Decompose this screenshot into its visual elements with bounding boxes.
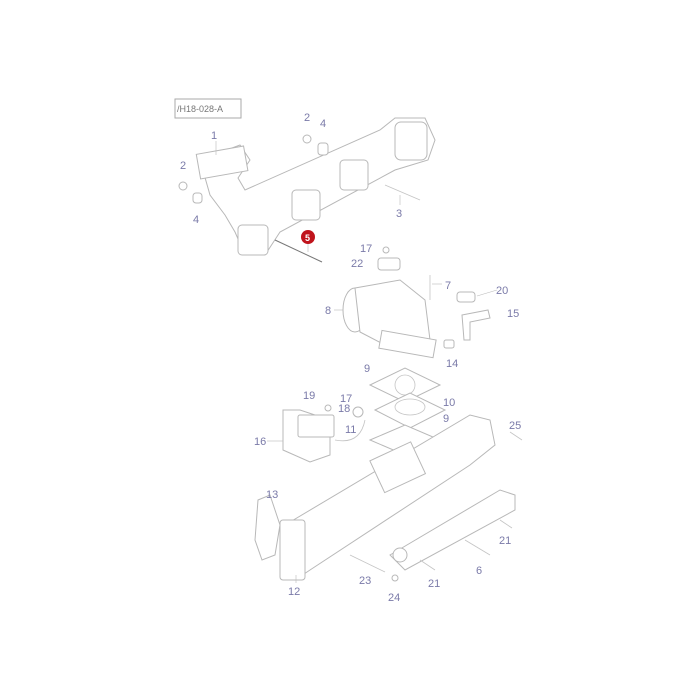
- callout-9[interactable]: 9: [364, 363, 370, 375]
- highlighted-callout-marker[interactable]: [301, 230, 315, 244]
- reference-code: /H18-028-A: [177, 104, 223, 114]
- callout-14[interactable]: 14: [446, 358, 458, 370]
- callout-6[interactable]: 6: [476, 565, 482, 577]
- exhaust-manifold: [195, 117, 436, 256]
- callout-4[interactable]: 4: [193, 214, 199, 226]
- callout-9[interactable]: 9: [443, 413, 449, 425]
- callout-2[interactable]: 2: [180, 160, 186, 172]
- intake-manifold: [254, 414, 496, 581]
- callout-18[interactable]: 18: [338, 403, 350, 415]
- control-module: [282, 404, 366, 463]
- callout-25[interactable]: 25: [509, 420, 521, 432]
- callout-5[interactable]: 5: [305, 233, 310, 243]
- callout-12[interactable]: 12: [288, 586, 300, 598]
- callout-8[interactable]: 8: [325, 305, 331, 317]
- callout-17[interactable]: 17: [340, 393, 352, 405]
- callout-3[interactable]: 3: [396, 208, 402, 220]
- callout-22[interactable]: 22: [351, 258, 363, 270]
- callout-15[interactable]: 15: [507, 308, 519, 320]
- callout-20[interactable]: 20: [496, 285, 508, 297]
- callout-labels: 1 2 4 2 4 3 5 17 22 7 20 8 15 14 9 19 17…: [180, 112, 521, 604]
- callout-10[interactable]: 10: [443, 397, 455, 409]
- callout-19[interactable]: 19: [303, 390, 315, 402]
- callout-13[interactable]: 13: [266, 489, 278, 501]
- callout-24[interactable]: 24: [388, 592, 400, 604]
- callout-23[interactable]: 23: [359, 575, 371, 587]
- callout-11[interactable]: 11: [345, 424, 356, 436]
- callout-16[interactable]: 16: [254, 436, 266, 448]
- callout-7[interactable]: 7: [445, 280, 451, 292]
- callout-2[interactable]: 2: [304, 112, 310, 124]
- callout-4[interactable]: 4: [320, 118, 326, 130]
- callout-17[interactable]: 17: [360, 243, 372, 255]
- fuel-rail: [389, 489, 516, 571]
- reference-box: /H18-028-A: [174, 98, 242, 119]
- callout-1[interactable]: 1: [211, 130, 217, 142]
- elbow-housing: [342, 246, 437, 359]
- callout-21[interactable]: 21: [428, 578, 440, 590]
- callout-21[interactable]: 21: [499, 535, 511, 547]
